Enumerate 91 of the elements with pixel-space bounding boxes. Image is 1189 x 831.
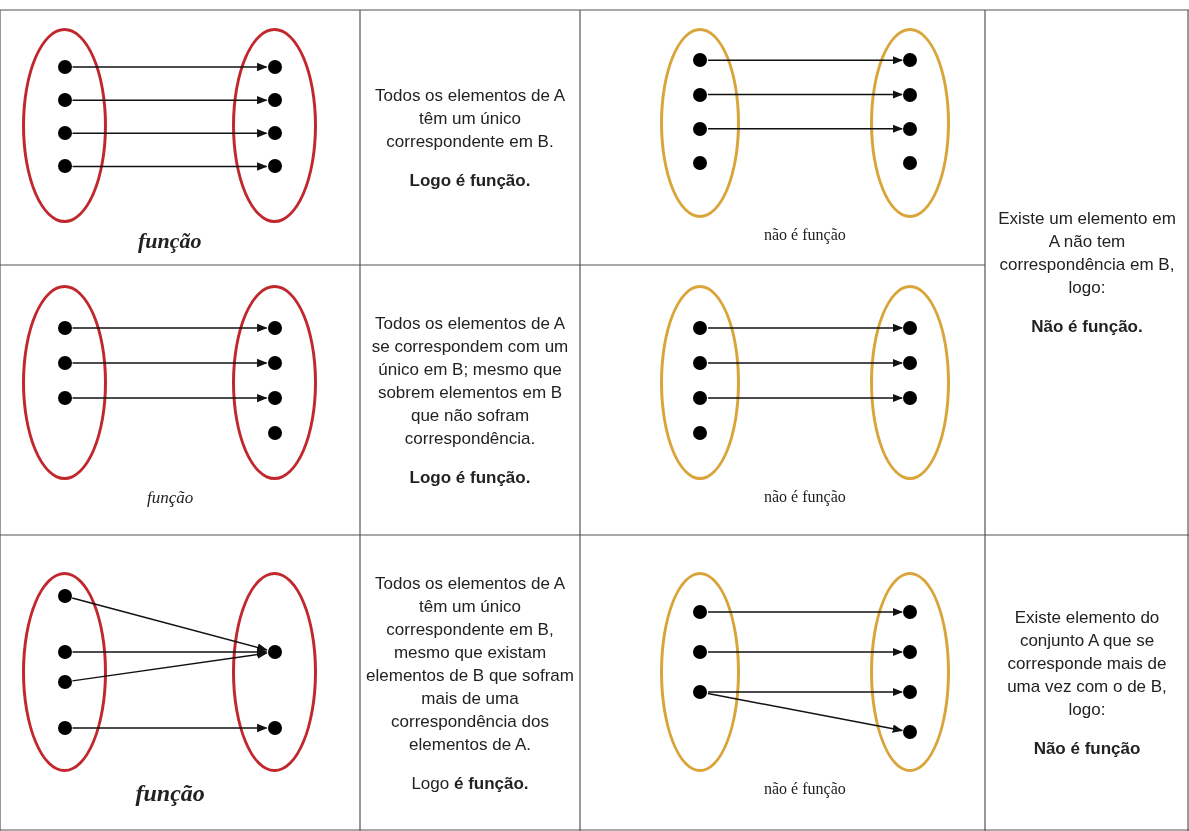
set-ellipse [22,285,107,480]
arrow [707,358,904,368]
set-ellipse [660,572,740,772]
element-dot [693,155,707,170]
element-dot [267,356,282,370]
set-ellipse [232,28,317,223]
set-ellipse [870,285,950,480]
explanation-text: Todos os elementos de A têm um único correspondente em B, mesmo que existam elementos de B que sofram mais de uma correspondência dos elementos de A. [366,572,574,756]
conclusion-text: Não é função. [1031,316,1143,338]
conclusion-text: Logo é função. [409,169,531,192]
element-dot [57,356,72,370]
diagram-caption: função [135,780,205,807]
element-dot [903,121,917,136]
element-dot [267,60,282,74]
arrow [707,647,904,657]
diagram-caption: função [147,488,194,508]
element-dot [693,645,707,659]
element-dot [267,159,282,174]
element-dot [57,159,72,174]
arrow [707,56,904,65]
arrow [71,95,268,105]
element-dot [267,645,282,659]
element-dot [267,93,282,108]
set-ellipse [660,285,740,480]
arrow [707,124,904,133]
element-dot [693,391,707,406]
element-dot [57,675,72,689]
explanation-text: Existe um elemento em A não tem correspondência em B, logo: [997,208,1177,299]
conclusion-text: Logo é função. [411,772,529,795]
arrow [707,692,904,733]
element-dot [57,93,72,108]
set-ellipse [22,28,107,223]
conclusion-text: Logo é função. [409,466,531,489]
diagram-caption: não é função [764,780,846,798]
diagram-caption: não é função [764,226,846,244]
element-dot [903,87,917,102]
element-dot [903,155,917,170]
element-dot [693,426,707,441]
set-ellipse [232,572,317,772]
arrow [71,393,268,403]
arrow [71,162,268,171]
arrow [71,323,268,333]
element-dot [693,685,707,699]
element-dot [693,356,707,370]
arrow [71,650,268,682]
element-dot [903,53,917,68]
element-dot [267,391,282,406]
element-dot [267,320,282,335]
element-dot [267,721,282,735]
element-dot [267,126,282,141]
set-ellipse [22,572,107,772]
arrow [707,687,904,697]
element-dot [693,53,707,68]
element-dot [693,121,707,136]
element-dot [903,605,917,619]
diagram-caption: não é função [764,488,846,506]
element-dot [57,126,72,141]
element-dot [57,645,72,659]
element-dot [693,320,707,335]
element-dot [903,320,917,335]
arrow [707,90,904,99]
element-dot [903,725,917,739]
element-dot [903,645,917,659]
arrow [707,607,904,617]
arrow [707,323,904,333]
arrow [71,358,268,368]
set-ellipse [870,572,950,772]
explanation-text: Existe elemento do conjunto A que se corresponde mais de uma vez com o de B, logo: [1006,607,1168,721]
element-dot [57,589,72,603]
explanation-text: Todos os elementos de A têm um único correspondente em B. [374,84,566,153]
set-ellipse [660,28,740,218]
arrow [71,62,268,72]
explanation-text: Todos os elementos de A se correspondem com um único em B; mesmo que sobrem elementos em B que não sofram correspondência. [370,312,570,450]
element-dot [693,605,707,619]
set-ellipse [870,28,950,218]
set-ellipse [232,285,317,480]
element-dot [267,426,282,441]
element-dot [693,87,707,102]
element-dot [903,391,917,406]
arrow [71,723,268,733]
diagram-caption: função [138,228,202,254]
element-dot [57,721,72,735]
arrow [71,597,268,652]
element-dot [57,320,72,335]
conclusion-text: Não é função [1033,738,1141,760]
arrow [71,129,268,138]
element-dot [57,391,72,406]
arrow [707,393,904,403]
element-dot [903,685,917,699]
element-dot [57,60,72,74]
element-dot [903,356,917,370]
